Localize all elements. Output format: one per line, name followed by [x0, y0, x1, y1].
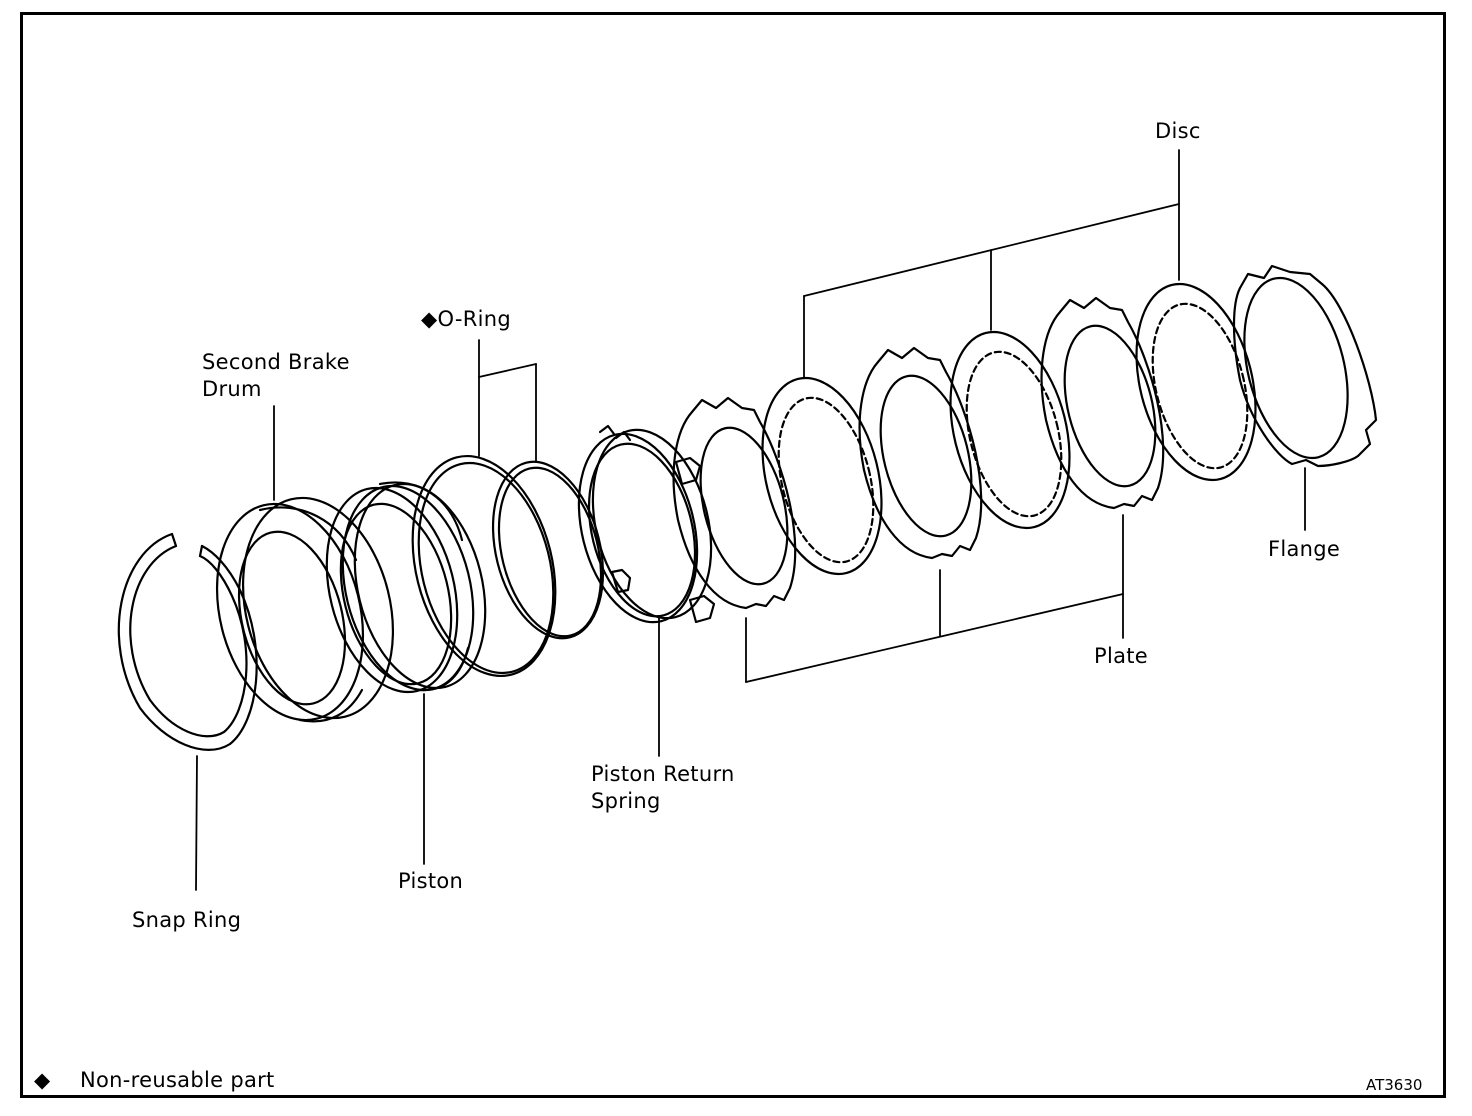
snap-ring-leader — [195, 755, 198, 891]
o-ring-label: ◆O-Ring — [421, 307, 512, 331]
disc-label: Disc — [1155, 119, 1201, 143]
disc-3-part — [1135, 282, 1257, 482]
legend-marker: ◆ — [34, 1068, 51, 1092]
flange-label: Flange — [1268, 537, 1341, 561]
leader-lines — [195, 149, 1306, 891]
snap-ring-part — [117, 532, 258, 751]
piston-return-spring-part — [577, 424, 716, 624]
disc-leader — [803, 149, 1180, 379]
piston-part — [325, 481, 487, 694]
legend-text: Non-reusable part — [80, 1068, 275, 1092]
non-reusable-marker: ◆ — [421, 307, 438, 331]
snap-ring-label: Snap Ring — [132, 908, 242, 932]
plate-1-part — [672, 396, 797, 610]
disc-1-part — [761, 376, 883, 576]
figure-code: AT3630 — [1366, 1076, 1423, 1094]
piston-label: Piston — [398, 869, 464, 893]
plate-2-part — [858, 346, 983, 560]
flange-part — [1232, 264, 1378, 468]
o-ring-large-part — [411, 454, 557, 678]
plate-label: Plate — [1094, 644, 1149, 668]
second-brake-drum-part — [215, 496, 395, 723]
disc-2-part — [949, 330, 1071, 530]
plate-leader — [745, 514, 1124, 683]
o-ring-leader — [478, 339, 537, 463]
diagram-frame — [20, 12, 1446, 1098]
